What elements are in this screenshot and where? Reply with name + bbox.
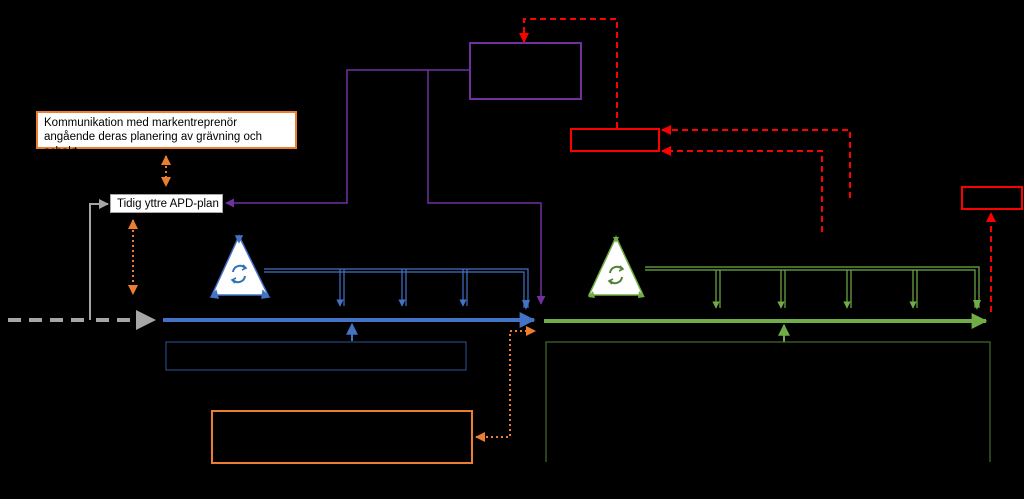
- green-cycle-triangle: [587, 235, 645, 298]
- purple-flow: [225, 42, 582, 305]
- orange-box: [211, 410, 473, 464]
- purple-box: [469, 42, 582, 100]
- cycle-arrows-icon: [230, 264, 248, 284]
- blue-cycle-triangle: [209, 234, 271, 299]
- green-bracket: [645, 266, 981, 310]
- green-detail-box: [545, 341, 991, 462]
- communication-box: Kommunikation med markentreprenör angåen…: [36, 111, 297, 158]
- early-apd-plan-text: Tidig yttre APD-plan: [117, 198, 219, 210]
- blue-bracket: [264, 268, 530, 310]
- red-feedback: [519, 18, 996, 312]
- orange-connectors: [128, 155, 536, 442]
- early-apd-plan-box: Tidig yttre APD-plan: [110, 194, 223, 213]
- gray-inflow: [8, 199, 156, 330]
- green-main-flow: [544, 313, 991, 462]
- communication-text: Kommunikation med markentreprenör angåen…: [44, 117, 263, 158]
- blue-main-flow: [163, 312, 536, 371]
- red-box-2: [961, 186, 1023, 210]
- red-box-1: [570, 128, 660, 152]
- cycle-arrows-icon: [607, 265, 625, 285]
- blue-detail-box: [165, 341, 467, 371]
